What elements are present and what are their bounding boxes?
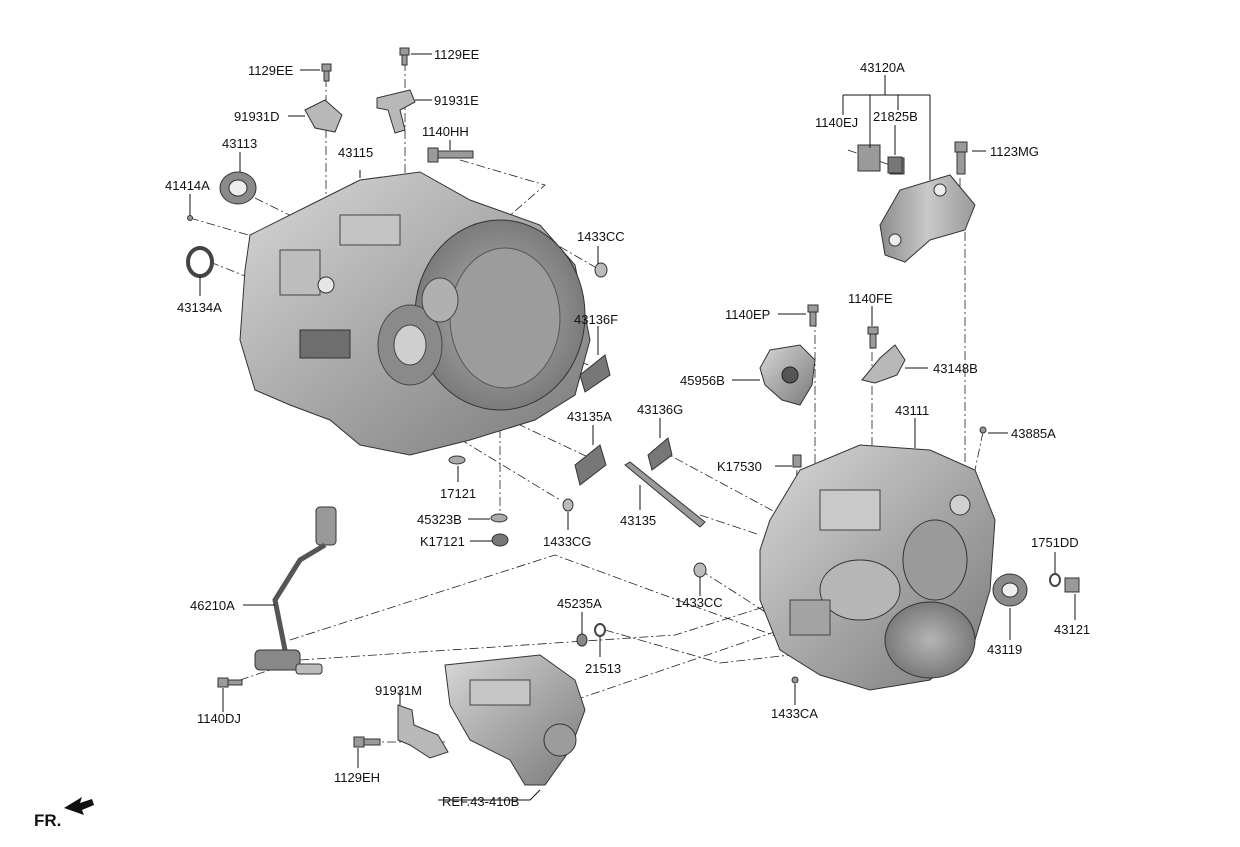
label-43136F: 43136F [574,312,618,327]
label-43121: 43121 [1054,622,1090,637]
reference-label: REF.43-410B [442,794,519,809]
label-1751DD: 1751DD [1031,535,1079,550]
plug-1433CG [562,498,574,512]
label-91931E: 91931E [434,93,479,108]
bracket-91931M [397,704,449,759]
part-labels: 1129EE 1129EE 91931D 91931E 43113 1140HH… [34,47,1090,830]
front-direction-arrow [64,797,94,815]
label-46210A: 46210A [190,598,235,613]
valve-body-ref-43-410B [444,654,586,786]
label-1140EJ: 1140EJ [815,115,858,130]
label-43148B: 43148B [933,361,978,376]
shim-43136G [647,437,673,471]
label-1433CG: 1433CG [543,534,591,549]
leader-lines [189,53,1076,801]
transmission-housing-43115 [239,171,591,456]
label-43119: 43119 [987,642,1022,657]
label-1129EH: 1129EH [334,770,380,785]
plug-1433CC-upper [594,262,608,278]
label-1433CC-lower: 1433CC [675,595,723,610]
wiring-harness-46210A [254,506,337,675]
label-1129EE-right: 1129EE [434,47,480,62]
label-91931M: 91931M [375,683,422,698]
washer-45235A [576,633,588,647]
shim-43136F [579,354,611,393]
pin-41414A [187,215,193,221]
bolts [217,47,968,748]
pin-1433CA [791,676,799,684]
ring-21513 [594,623,606,637]
sensor-K17530 [792,454,802,468]
label-45323B: 45323B [417,512,462,527]
bolt-1129EE-right [399,47,410,66]
label-43113: 43113 [222,136,257,151]
label-1140FE: 1140FE [848,291,893,306]
washer-45323B [490,513,508,523]
label-41414A: 41414A [165,178,210,193]
label-43115: 43115 [338,145,373,160]
bracket-91931D [304,99,343,133]
label-1129EE-left: 1129EE [248,63,294,78]
bolt-1140HH [427,147,474,163]
label-43135A: 43135A [567,409,612,424]
ring-43134A [186,246,214,278]
label-K17121: K17121 [420,534,465,549]
label-91931D: 91931D [234,109,280,124]
seals-and-washers [186,156,1080,684]
bolt-1140EP [807,304,819,327]
label-45235A: 45235A [557,596,602,611]
label-1140EP: 1140EP [725,307,770,322]
mount-bracket-43120A [857,144,976,263]
label-1140HH: 1140HH [422,124,469,139]
label-1140DJ: 1140DJ [197,711,241,726]
label-45956B: 45956B [680,373,725,388]
shim-43135A [574,444,607,486]
lever-43135 [624,461,706,528]
ring-1751DD [1049,573,1061,587]
bolt-1123MG [954,141,968,175]
label-43120A: 43120A [860,60,905,75]
washer-17121 [448,455,466,465]
label-1433CA: 1433CA [771,706,818,721]
plug-1433CC-lower [693,562,707,578]
label-43136G: 43136G [637,402,683,417]
label-K17530: K17530 [717,459,762,474]
plug-43121 [1064,577,1080,593]
label-43135: 43135 [620,513,656,528]
label-43134A: 43134A [177,300,222,315]
bracket-91931E [376,89,416,134]
label-1123MG: 1123MG [990,144,1039,159]
label-1433CC-upper: 1433CC [577,229,625,244]
label-21825B: 21825B [873,109,918,124]
brackets [304,89,906,759]
bolt-1140DJ [217,677,243,688]
label-17121: 17121 [440,486,476,501]
plug-K17121 [491,533,509,547]
bracket-43148B [861,344,906,384]
label-21513: 21513 [585,661,621,676]
transmission-case-43111 [759,444,996,691]
label-43885A: 43885A [1011,426,1056,441]
bolt-1140FE [867,326,879,349]
bolt-1129EH [353,736,381,748]
inhibitor-switch-45956B [759,344,816,406]
label-43111: 43111 [895,403,929,418]
pin-43885A [979,426,987,434]
bolt-1129EE-left [321,63,332,82]
front-direction-label: FR. [34,811,61,830]
block-21825B [887,156,903,174]
